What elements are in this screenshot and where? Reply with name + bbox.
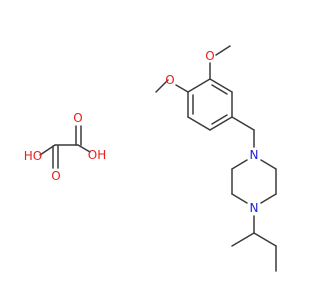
- piperazine-n-top-label: N: [250, 148, 259, 162]
- bond-ch-ch2: [253, 232, 277, 247]
- methoxy-o-top-label: O: [205, 49, 214, 63]
- ring-bond-6: [187, 78, 211, 93]
- ring-bond-3: [209, 116, 233, 131]
- ring-inner-2: [211, 114, 228, 125]
- oxalic-acid-bonds: [39, 125, 91, 169]
- bond-ring-o-left: [175, 84, 189, 93]
- ring-inner-1: [211, 84, 228, 95]
- ring-bond-1: [209, 78, 233, 93]
- pip-bond-3: [231, 193, 248, 204]
- bond-ring-ch2: [231, 116, 255, 131]
- bond-o-ch3-left: [155, 79, 169, 93]
- main-molecule-labels: O O N N: [165, 49, 258, 215]
- pip-bond-1: [231, 159, 248, 170]
- oxalic-o-top-label: O: [73, 111, 82, 125]
- bond-o-ch3-top: [215, 45, 231, 56]
- piperazine-n-bottom-label: N: [250, 201, 259, 215]
- pip-bond-6: [260, 159, 277, 170]
- oxalic-acid-labels: O OH O HO: [24, 111, 106, 183]
- ring-bond-4: [187, 116, 211, 131]
- chemical-structure-canvas: O OH O HO O O N N: [24, 45, 277, 272]
- bond-ch-ch3: [231, 232, 255, 247]
- bond-c2-oh: [77, 144, 91, 153]
- methoxy-o-left-label: O: [165, 73, 174, 87]
- oxalic-oh-right-label: OH: [88, 148, 106, 162]
- pip-bond-4: [260, 193, 277, 204]
- oxalic-ho-left-label: HO: [24, 149, 42, 163]
- main-molecule-bonds: [155, 45, 277, 272]
- oxalic-o-bottom-label: O: [51, 169, 60, 183]
